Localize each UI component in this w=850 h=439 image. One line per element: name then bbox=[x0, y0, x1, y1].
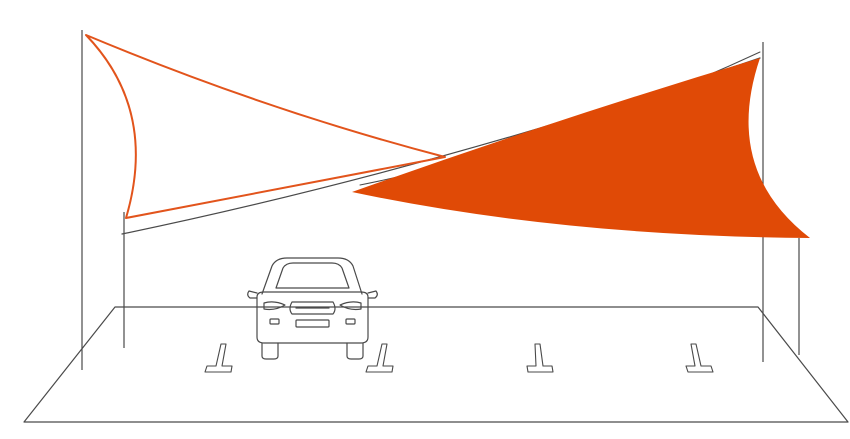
left-shade-sail bbox=[85, 34, 446, 219]
parking-slab bbox=[23, 306, 849, 423]
wheel-stop-2 bbox=[365, 343, 394, 373]
car-front-icon bbox=[247, 257, 378, 360]
wheel-stop-3 bbox=[526, 343, 554, 373]
parking-wheel-stop-icon bbox=[204, 343, 714, 373]
wheel-stop-4 bbox=[685, 343, 714, 373]
wheel-stop-1 bbox=[204, 343, 233, 373]
right-shade-sail bbox=[352, 58, 810, 238]
